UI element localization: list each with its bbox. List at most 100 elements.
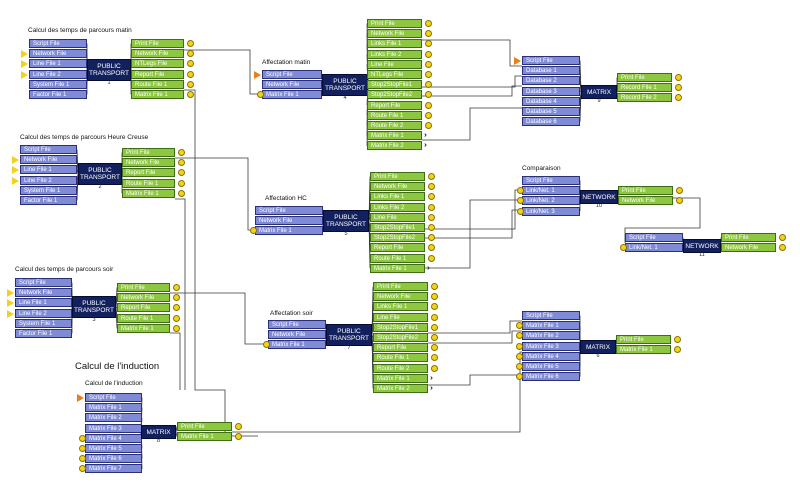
group-1-output-route-file-1[interactable]: Route File 1: [131, 79, 184, 89]
group-9-output-print-file[interactable]: Print File: [618, 186, 673, 195]
group-8-output-record-file-1[interactable]: Record File 1: [617, 83, 672, 93]
group-5-output-report-file[interactable]: Report File: [370, 243, 425, 253]
group-5-output-network-file[interactable]: Network File: [370, 182, 425, 192]
group-4-output-network-file[interactable]: Network File: [367, 29, 422, 39]
group-3-input-factor-file-1[interactable]: Factor File 1: [15, 329, 72, 338]
group-5-input-matrix-file-1[interactable]: Matrix File 1: [255, 226, 323, 236]
group-11-input-matrix-file-4[interactable]: Matrix File 4: [522, 351, 580, 361]
group-5-output-stop2stopfile1[interactable]: Stop2StopFile1: [370, 223, 425, 232]
group-2-output-report-file[interactable]: Report File: [122, 168, 175, 178]
group-7-output-matrix-file-1[interactable]: Matrix File 1: [177, 432, 232, 442]
group-11-output-print-file[interactable]: Print File: [616, 335, 671, 344]
group-6-output-matrix-file-2[interactable]: Matrix File 2: [373, 384, 428, 393]
group-8-input-database-1[interactable]: Database 1: [522, 66, 580, 76]
group-10-input-script-file[interactable]: Script File: [625, 233, 683, 242]
group-7-input-matrix-file-7[interactable]: Matrix File 7: [85, 464, 142, 474]
group-5-output-links-file-2[interactable]: Links File 2: [370, 202, 425, 212]
group-6-output-links-file-1[interactable]: Links File 1: [373, 302, 428, 312]
group-5-output-line-file[interactable]: Line File: [370, 212, 425, 222]
group-5-input-network-file[interactable]: Network File: [255, 216, 323, 226]
group-3-input-line-file-1[interactable]: Line File 1: [15, 298, 72, 308]
group-1-output-network-file[interactable]: Network File: [131, 49, 184, 59]
group-1-input-line-file-2[interactable]: Line File 2: [29, 69, 87, 79]
group-5-output-matrix-file-1[interactable]: Matrix File 1: [370, 263, 425, 273]
group-4-output-stop2stopfile2[interactable]: Stop2StopFile2: [367, 90, 422, 100]
group-9-output-network-file[interactable]: Network File: [618, 196, 673, 206]
group-2-input-factor-file-1[interactable]: Factor File 1: [20, 196, 77, 205]
group-9-input-link-net-2[interactable]: Link/Net. 2: [522, 196, 580, 206]
group-4-output-route-file-1[interactable]: Route File 1: [367, 110, 422, 120]
group-7-input-script-file[interactable]: Script File: [85, 393, 142, 402]
group-3-input-system-file-1[interactable]: System File 1: [15, 318, 72, 328]
group-9-input-link-net-3[interactable]: Link/Net. 3: [522, 206, 580, 216]
group-4-output-route-file-2[interactable]: Route File 2: [367, 121, 422, 130]
group-4-output-line-file[interactable]: Line File: [367, 59, 422, 69]
group-6-output-route-file-1[interactable]: Route File 1: [373, 353, 428, 363]
group-8-output-record-file-2[interactable]: Record File 2: [617, 93, 672, 103]
group-2-output-print-file[interactable]: Print File: [122, 148, 175, 157]
group-3-output-report-file[interactable]: Report File: [117, 303, 170, 313]
group-3-output-print-file[interactable]: Print File: [117, 283, 170, 292]
group-11-input-matrix-file-5[interactable]: Matrix File 5: [522, 362, 580, 371]
group-1-output-matrix-file-1[interactable]: Matrix File 1: [131, 90, 184, 99]
group-2-input-script-file[interactable]: Script File: [20, 145, 77, 154]
group-3-output-route-file-1[interactable]: Route File 1: [117, 313, 170, 323]
group-2-output-matrix-file-1[interactable]: Matrix File 1: [122, 188, 175, 198]
group-1-input-factor-file-1[interactable]: Factor File 1: [29, 90, 87, 99]
group-7-input-matrix-file-1[interactable]: Matrix File 1: [85, 403, 142, 413]
group-2-input-line-file-2[interactable]: Line File 2: [20, 175, 77, 185]
group-6-output-matrix-file-1[interactable]: Matrix File 1: [373, 373, 428, 383]
group-6-output-report-file[interactable]: Report File: [373, 343, 428, 353]
group-6-output-network-file[interactable]: Network File: [373, 292, 428, 302]
group-1-input-system-file-1[interactable]: System File 1: [29, 79, 87, 89]
group-8-input-database-2[interactable]: Database 2: [522, 76, 580, 86]
group-6-output-print-file[interactable]: Print File: [373, 282, 428, 291]
group-6-output-stop2stopfile1[interactable]: Stop2StopFile1: [373, 322, 428, 332]
group-4-output-links-file-2[interactable]: Links File 2: [367, 49, 422, 59]
group-8-input-database-6[interactable]: Database 6: [522, 117, 580, 127]
group-2-input-network-file[interactable]: Network File: [20, 155, 77, 165]
group-4-output-matrix-file-2[interactable]: Matrix File 2: [367, 141, 422, 151]
group-8-input-database-3[interactable]: Database 3: [522, 86, 580, 96]
group-11-input-matrix-file-2[interactable]: Matrix File 2: [522, 331, 580, 341]
group-5-output-stop2stopfile2[interactable]: Stop2StopFile2: [370, 233, 425, 243]
group-9-input-script-file[interactable]: Script File: [522, 176, 580, 185]
group-1-output-ntlegs-file[interactable]: NTLegs File: [131, 59, 184, 69]
group-7-output-print-file[interactable]: Print File: [177, 422, 232, 431]
group-4-output-links-file-1[interactable]: Links File 1: [367, 39, 422, 49]
group-3-input-network-file[interactable]: Network File: [15, 288, 72, 298]
group-6-input-script-file[interactable]: Script File: [268, 320, 326, 329]
group-3-input-script-file[interactable]: Script File: [15, 278, 72, 287]
group-11-input-matrix-file-1[interactable]: Matrix File 1: [522, 321, 580, 331]
group-2-output-route-file-1[interactable]: Route File 1: [122, 178, 175, 188]
group-3-output-network-file[interactable]: Network File: [117, 293, 170, 303]
group-5-input-script-file[interactable]: Script File: [255, 206, 323, 215]
group-4-output-ntlegs-file[interactable]: NTLegs File: [367, 70, 422, 79]
group-5-output-links-file-1[interactable]: Links File 1: [370, 192, 425, 202]
group-8-input-database-5[interactable]: Database 5: [522, 107, 580, 116]
group-4-input-script-file[interactable]: Script File: [262, 70, 322, 79]
group-11-input-matrix-file-6[interactable]: Matrix File 6: [522, 372, 580, 382]
group-4-input-network-file[interactable]: Network File: [262, 80, 322, 90]
group-2-input-system-file-1[interactable]: System File 1: [20, 185, 77, 195]
group-4-output-matrix-file-1[interactable]: Matrix File 1: [367, 131, 422, 141]
group-4-output-report-file[interactable]: Report File: [367, 100, 422, 110]
group-10-output-network-file[interactable]: Network File: [721, 243, 776, 253]
group-7-input-matrix-file-4[interactable]: Matrix File 4: [85, 433, 142, 443]
group-1-input-line-file-1[interactable]: Line File 1: [29, 59, 87, 69]
group-8-output-print-file[interactable]: Print File: [617, 73, 672, 82]
group-1-output-print-file[interactable]: Print File: [131, 39, 184, 48]
group-7-input-matrix-file-6[interactable]: Matrix File 6: [85, 454, 142, 464]
group-2-input-line-file-1[interactable]: Line File 1: [20, 165, 77, 175]
group-7-input-matrix-file-2[interactable]: Matrix File 2: [85, 413, 142, 423]
